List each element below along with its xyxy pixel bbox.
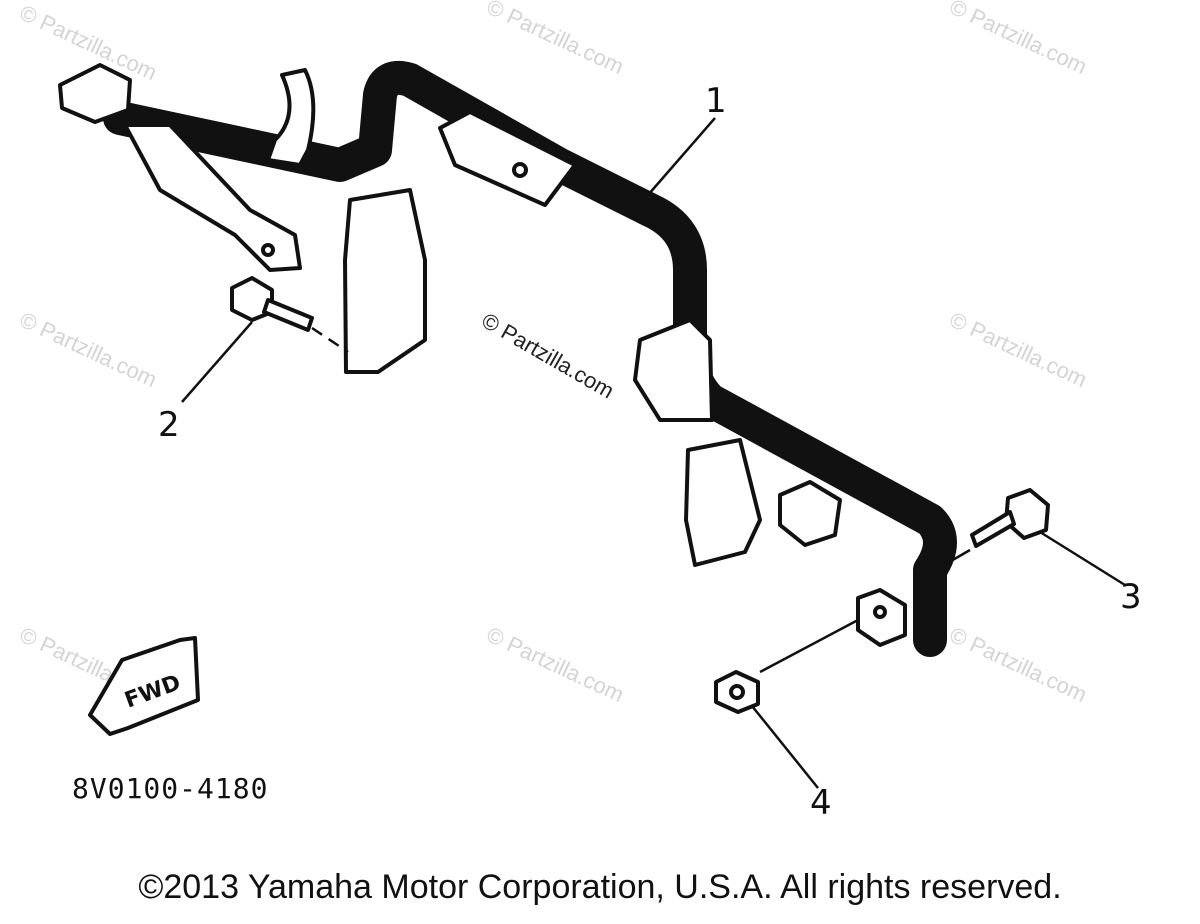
clamp-hole — [512, 162, 528, 178]
leader-axis-3 — [917, 548, 971, 582]
leader-lines — [181, 117, 1126, 789]
left-brace — [123, 123, 302, 272]
watermark-mid-left: © Partzilla.com — [16, 307, 161, 392]
bolt-2-centerline — [311, 326, 349, 354]
fwd-arrow-shape — [88, 636, 200, 736]
leader-3 — [1039, 530, 1126, 587]
bolt-part-2 — [230, 276, 349, 354]
callout-3: 3 — [1120, 577, 1142, 617]
clamp-block — [438, 110, 577, 207]
right-clip — [778, 480, 842, 547]
watermark-center: © Partzilla.com — [478, 308, 619, 404]
callout-4: 4 — [810, 783, 832, 823]
brace-hole — [261, 243, 275, 257]
nut-4-hole — [729, 684, 745, 700]
bolt-3-shank — [970, 510, 1016, 548]
watermark-low-right: © Partzilla.com — [946, 622, 1091, 707]
nut-part-4 — [714, 670, 760, 714]
leader-4 — [751, 705, 819, 789]
copyright-notice: ©2013 Yamaha Motor Corporation, U.S.A. A… — [138, 868, 1062, 906]
leader-2 — [181, 321, 253, 403]
bolt-2-shank — [262, 298, 314, 332]
watermark-low-center: © Partzilla.com — [483, 622, 628, 707]
part-code: 8V0100-4180 — [72, 772, 268, 805]
fwd-arrow: FWD — [88, 636, 200, 736]
watermark-top-center: © Partzilla.com — [483, 0, 628, 79]
leader-axis-4 — [759, 618, 859, 674]
watermark-top-right: © Partzilla.com — [946, 0, 1091, 79]
callout-2: 2 — [158, 405, 180, 445]
watermark-mid-right: © Partzilla.com — [946, 307, 1091, 392]
right-upright-bracket — [633, 318, 714, 422]
callouts: 1 2 3 4 — [158, 81, 1142, 823]
right-lower-bracket — [684, 438, 762, 567]
center-vertical-bracket — [343, 188, 427, 374]
frame-handle-part-1 — [58, 61, 957, 657]
hook-bracket — [266, 68, 316, 167]
leader-1 — [647, 117, 716, 196]
end-plate-hole — [873, 605, 887, 619]
callout-1: 1 — [705, 81, 727, 121]
left-mount-plate — [58, 63, 132, 124]
bolt-part-3 — [970, 488, 1050, 548]
